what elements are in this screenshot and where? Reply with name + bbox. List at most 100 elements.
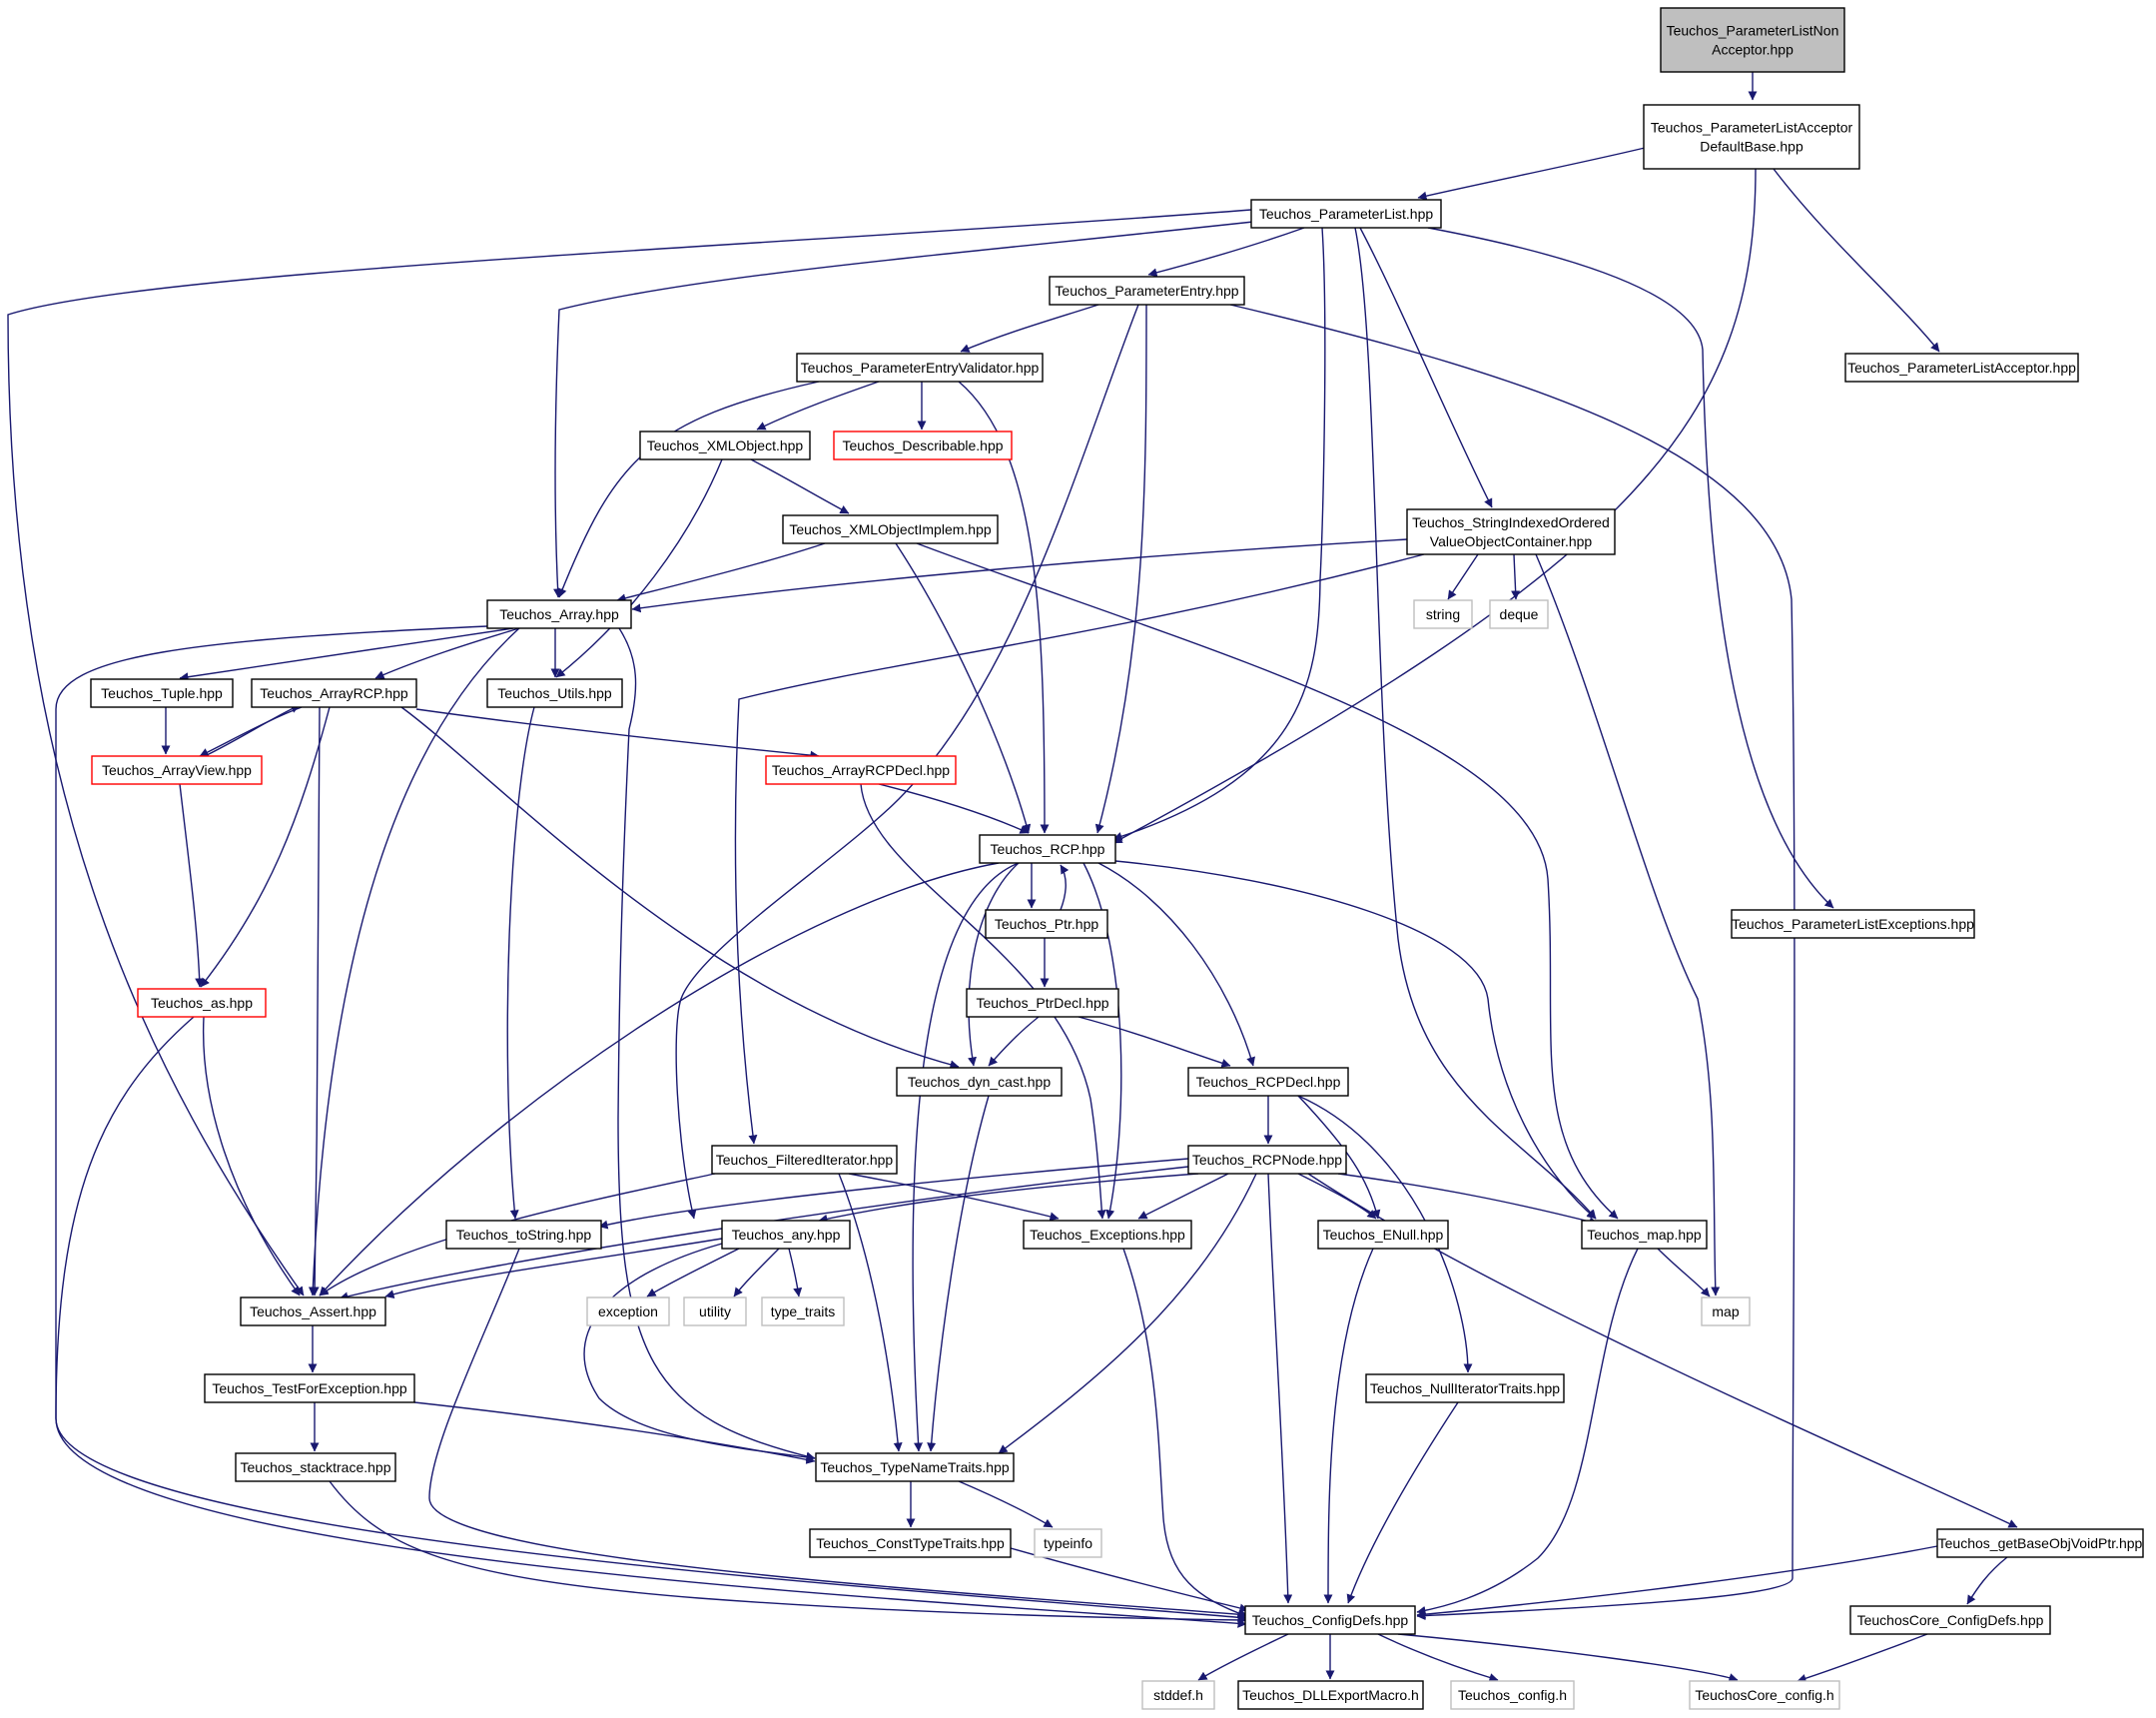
node-sio[interactable]: Teuchos_StringIndexedOrderedValueObjectC… xyxy=(1406,508,1616,555)
node-nit[interactable]: Teuchos_NullIteratorTraits.hpp xyxy=(1365,1373,1565,1403)
node-label: Acceptor.hpp xyxy=(1712,42,1794,58)
edge-nit-to-cfg xyxy=(1346,1401,1459,1604)
node-tostr[interactable]: Teuchos_toString.hpp xyxy=(445,1220,602,1250)
node-tuple[interactable]: Teuchos_Tuple.hpp xyxy=(90,678,234,708)
node-array[interactable]: Teuchos_Array.hpp xyxy=(486,599,632,629)
node-tmap[interactable]: Teuchos_map.hpp xyxy=(1581,1220,1708,1250)
node-label: type_traits xyxy=(771,1303,836,1319)
node-utility: utility xyxy=(683,1296,747,1326)
node-ptrd[interactable]: Teuchos_PtrDecl.hpp xyxy=(966,988,1119,1018)
node-box xyxy=(1936,1528,2144,1558)
node-assert[interactable]: Teuchos_Assert.hpp xyxy=(240,1296,386,1326)
edge-path xyxy=(1297,1173,1377,1220)
node-tccd[interactable]: TeuchosCore_ConfigDefs.hpp xyxy=(1849,1605,2051,1635)
node-box xyxy=(486,678,623,708)
edge-path xyxy=(1359,227,1493,508)
edge-path xyxy=(1114,860,1597,1220)
node-pl[interactable]: Teuchos_ParameterList.hpp xyxy=(1250,199,1442,229)
edge-path xyxy=(204,704,301,757)
node-label: Teuchos_Utils.hpp xyxy=(497,685,612,701)
node-ptr[interactable]: Teuchos_Ptr.hpp xyxy=(985,909,1108,939)
node-dyn[interactable]: Teuchos_dyn_cast.hpp xyxy=(896,1067,1063,1097)
node-arcp[interactable]: Teuchos_ArrayRCP.hpp xyxy=(251,678,417,708)
edge-path xyxy=(319,862,1000,1296)
node-arcpd[interactable]: Teuchos_ArrayRCPDecl.hpp xyxy=(765,755,957,785)
edge-sio-to-fi xyxy=(734,553,1425,1145)
edge-path xyxy=(202,1016,301,1296)
edge-pe-to-pev xyxy=(960,304,1099,353)
edge-av-to-as xyxy=(179,783,205,988)
node-box xyxy=(815,1452,1015,1482)
node-any[interactable]: Teuchos_any.hpp xyxy=(721,1220,851,1250)
edge-path xyxy=(675,304,1139,1220)
node-ple[interactable]: Teuchos_ParameterListExceptions.hpp xyxy=(1731,909,1975,939)
edge-path xyxy=(1511,553,1521,600)
node-xmlo[interactable]: Teuchos_XMLObject.hpp xyxy=(639,430,811,460)
node-tnt[interactable]: Teuchos_TypeNameTraits.hpp xyxy=(815,1452,1015,1482)
node-rcpd[interactable]: Teuchos_RCPDecl.hpp xyxy=(1187,1067,1349,1097)
node-rcpn[interactable]: Teuchos_RCPNode.hpp xyxy=(1187,1145,1347,1175)
node-label: stddef.h xyxy=(1153,1687,1203,1703)
edge-rcp-to-assert xyxy=(319,862,1000,1296)
node-box xyxy=(711,1145,898,1175)
node-label: deque xyxy=(1500,606,1539,622)
node-label: Teuchos_ConfigDefs.hpp xyxy=(1252,1612,1409,1628)
edge-rcpn-to-cfg xyxy=(1267,1173,1293,1604)
node-as[interactable]: Teuchos_as.hpp xyxy=(137,988,267,1018)
node-rcp[interactable]: Teuchos_RCP.hpp xyxy=(979,834,1116,864)
node-box xyxy=(1450,1680,1575,1710)
node-desc[interactable]: Teuchos_Describable.hpp xyxy=(833,430,1013,460)
edge-path xyxy=(838,1173,903,1452)
edge-path xyxy=(1323,1248,1374,1604)
node-tfe[interactable]: Teuchos_TestForException.hpp xyxy=(204,1373,415,1403)
edge-utils-to-tostr xyxy=(506,706,535,1220)
node-fi[interactable]: Teuchos_FilteredIterator.hpp xyxy=(711,1145,898,1175)
edge-arcp-to-assert xyxy=(310,706,321,1296)
node-pla[interactable]: Teuchos_ParameterListAcceptor.hpp xyxy=(1844,353,2079,383)
node-pev[interactable]: Teuchos_ParameterEntryValidator.hpp xyxy=(796,353,1044,383)
node-exc[interactable]: Teuchos_Exceptions.hpp xyxy=(1023,1220,1192,1250)
edge-rcpn-to-enull xyxy=(1297,1173,1377,1220)
edge-path xyxy=(1377,1633,1499,1682)
node-dll[interactable]: Teuchos_DLLExportMacro.h xyxy=(1237,1680,1424,1710)
node-box xyxy=(1034,1528,1102,1558)
edge-path xyxy=(557,381,820,598)
edge-pladb-to-pl xyxy=(1417,147,1646,201)
edge-rcpd-to-enull xyxy=(1297,1095,1381,1220)
edge-path xyxy=(1122,1248,1247,1618)
node-xmloi[interactable]: Teuchos_XMLObjectImplem.hpp xyxy=(782,514,999,544)
node-utils[interactable]: Teuchos_Utils.hpp xyxy=(486,678,623,708)
node-label: Teuchos_RCPDecl.hpp xyxy=(1196,1074,1341,1090)
node-label: Teuchos_RCPNode.hpp xyxy=(1192,1152,1342,1168)
node-pladb[interactable]: Teuchos_ParameterListAcceptorDefaultBase… xyxy=(1643,104,1860,170)
edge-xmloi-to-array xyxy=(616,542,826,603)
node-label: Teuchos_FilteredIterator.hpp xyxy=(716,1152,894,1168)
edge-path xyxy=(1137,1173,1229,1220)
node-av[interactable]: Teuchos_ArrayView.hpp xyxy=(91,755,263,785)
edge-path xyxy=(55,1016,1247,1628)
node-st[interactable]: Teuchos_stacktrace.hpp xyxy=(235,1452,396,1482)
edge-path xyxy=(960,304,1099,353)
edge-sio-to-array xyxy=(631,538,1408,613)
edge-any-to-assert xyxy=(384,1238,723,1299)
edge-path xyxy=(1397,1633,1739,1682)
node-tt: type_traits xyxy=(761,1296,845,1326)
node-cfg[interactable]: Teuchos_ConfigDefs.hpp xyxy=(1244,1605,1416,1635)
node-label: Teuchos_Assert.hpp xyxy=(250,1303,376,1319)
edge-path xyxy=(1417,147,1646,201)
node-box xyxy=(1660,7,1845,73)
node-enull[interactable]: Teuchos_ENull.hpp xyxy=(1317,1220,1449,1250)
node-gbo[interactable]: Teuchos_getBaseObjVoidPtr.hpp xyxy=(1936,1528,2144,1558)
node-ctt[interactable]: Teuchos_ConstTypeTraits.hpp xyxy=(809,1528,1012,1558)
edge-path xyxy=(1797,1633,1928,1683)
edge-any-to-exception xyxy=(646,1248,740,1297)
edge-array-to-cfg xyxy=(55,625,1247,1622)
node-pe[interactable]: Teuchos_ParameterEntry.hpp xyxy=(1049,276,1245,306)
edge-path xyxy=(308,627,520,1296)
node-label: Teuchos_RCP.hpp xyxy=(991,841,1105,857)
edge-path xyxy=(55,625,1247,1622)
edge-path xyxy=(631,538,1408,613)
edge-path xyxy=(788,1248,803,1297)
edge-path xyxy=(200,706,331,988)
